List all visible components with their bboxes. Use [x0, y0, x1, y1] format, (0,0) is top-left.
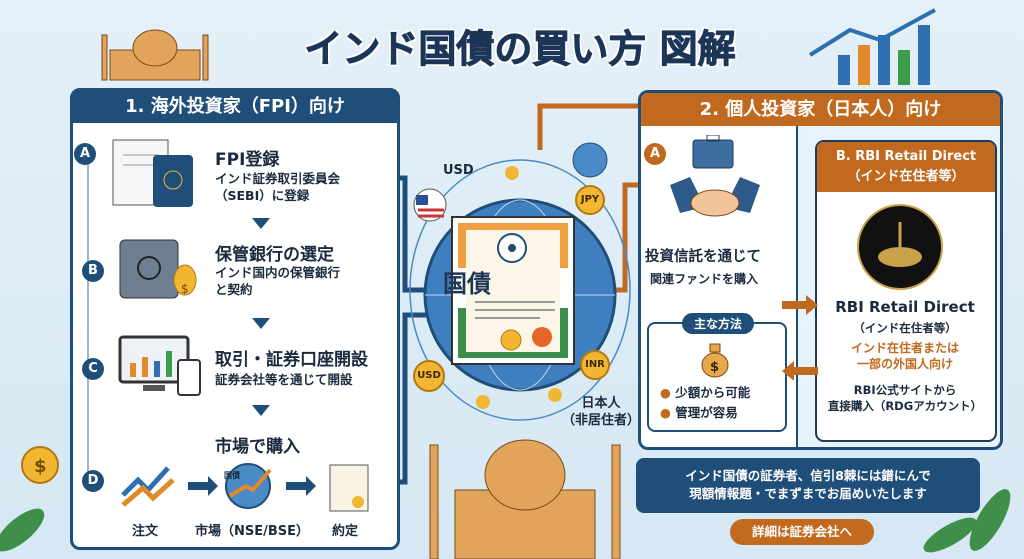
step-desc: 証券会社等を通じて開設 — [215, 372, 353, 387]
option-b-header: B. RBI Retail Direct（インド在住者等） — [817, 142, 995, 192]
fpi-panel-header: 1. 海外投資家（FPI）向け — [73, 91, 397, 123]
step-title: FPI登録 — [215, 150, 280, 170]
option-b-desc: RBI公式サイトから直接購入（RDGアカウント） — [827, 383, 983, 413]
small-globe-icon — [572, 142, 608, 178]
option-badge-a: A — [644, 143, 666, 165]
flow-label-settlement: 約定 — [332, 524, 359, 539]
option-b-title: RBI Retail Direct — [835, 298, 975, 316]
methods-title: 主な方法 — [682, 313, 755, 334]
plant-leaves-icon — [0, 489, 1011, 553]
down-arrow-icon — [252, 218, 270, 229]
passport-documents-icon — [112, 139, 193, 207]
step-title: 市場で購入 — [215, 437, 300, 457]
coin-icon — [476, 395, 490, 409]
svg-text:$: $ — [710, 360, 719, 375]
step-badge-a: A — [74, 143, 96, 165]
currency-coin-jpy: JPY — [575, 185, 605, 215]
purchase-flow-icons — [121, 463, 369, 512]
currency-label-usd: USD — [443, 163, 474, 178]
step-badge-b: B — [82, 260, 104, 282]
method-item: ● 管理が容易 — [660, 405, 738, 420]
computer-chart-icon — [118, 335, 201, 396]
money-bag-icon: $ — [701, 343, 729, 378]
option-a-desc: 関連ファンドを購入 — [650, 272, 759, 286]
currency-coin-inr: INR — [580, 350, 610, 380]
growth-bars-icon — [808, 8, 936, 85]
right-arrow-icon — [286, 476, 316, 496]
certificate-label: 国債 — [443, 270, 491, 298]
svg-text:$: $ — [181, 282, 189, 296]
timeline-line — [87, 151, 89, 491]
globe-certificate-illustration — [409, 142, 631, 421]
seal-ribbon-icon — [500, 329, 522, 351]
option-b-subtitle: （インド在住者等） — [853, 321, 957, 335]
exchange-arrows-icon — [782, 295, 818, 380]
coin-icon — [548, 388, 562, 402]
currency-coin-usd: USD — [413, 360, 445, 392]
certificate-mini-label: 国債 — [224, 471, 240, 480]
option-b-card: B. RBI Retail Direct（インド在住者等） — [815, 140, 997, 442]
step-desc: インド証券取引委員会（SEBI）に登録 — [215, 171, 341, 203]
step-title: 保管銀行の選定 — [215, 245, 334, 265]
connector-arrow — [537, 103, 638, 150]
notice-banner: インド国債の証券者、信引8棘には鐠にんで現額情報題・でまずまでお届めいたします — [636, 458, 980, 513]
taj-mahal-icon-bottom — [429, 439, 621, 559]
details-button[interactable]: 詳細は証券会社へ — [730, 519, 874, 545]
coin-icon — [505, 166, 519, 180]
step-badge-d: D — [82, 470, 104, 492]
taj-mahal-icon-left — [101, 29, 209, 81]
step-desc: インド国内の保管銀行と契約 — [215, 265, 341, 297]
down-arrow-icon — [252, 405, 270, 416]
step-title: 取引・証券口座開設 — [215, 350, 368, 370]
down-arrow-icon — [252, 318, 270, 329]
flow-label-order: 注文 — [132, 524, 159, 539]
svg-text:$: $ — [34, 456, 47, 477]
individual-panel-header: 2. 個人投資家（日本人）向け — [641, 93, 1000, 126]
methods-list: ● 少額から可能 ● 管理が容易 — [660, 383, 750, 423]
page-title: インド国債の買い方 図解 — [304, 27, 736, 72]
option-b-note: インド在住者または一部の外国人向け — [850, 341, 959, 371]
rbi-seal-icon — [857, 204, 943, 290]
safe-coins-icon: $ — [119, 239, 197, 299]
flow-label-market: 市場（NSE/BSE） — [195, 524, 310, 539]
method-item: ● 少額から可能 — [660, 385, 751, 400]
handshake-icon — [670, 135, 760, 217]
dollar-coin-icon — [21, 446, 59, 484]
option-a-title: 投資信託を通じて — [645, 249, 761, 265]
right-arrow-icon — [188, 476, 218, 496]
step-badge-c: C — [82, 358, 104, 380]
japanese-nonresident-label: 日本人（非居住者） — [562, 396, 641, 428]
